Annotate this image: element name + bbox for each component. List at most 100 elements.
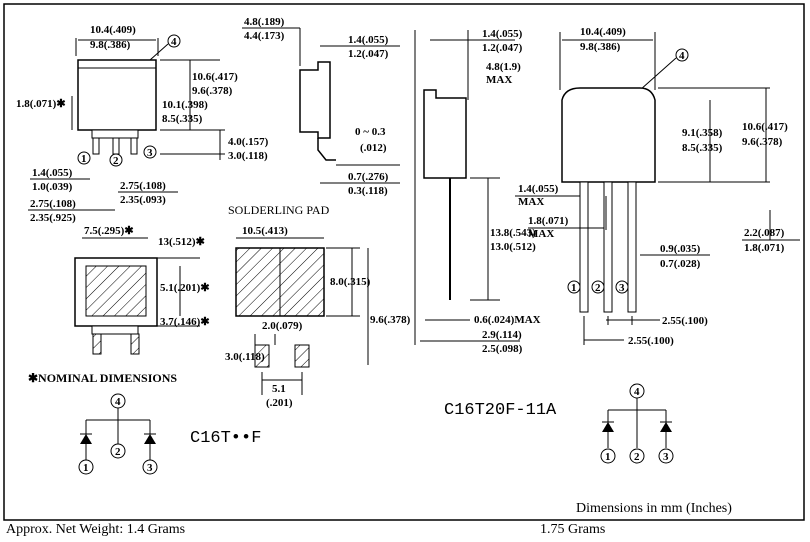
left-dim-label: 1.8(.071)✱	[16, 98, 66, 110]
bottom-hatched-tab	[85, 265, 147, 317]
height-min-label: 9.6(.378)	[192, 85, 233, 97]
to220-lead-t-max-label: 0.9(.035)	[660, 243, 701, 255]
sch-left-n4: 4	[115, 396, 121, 408]
side-h-max-label: 4.8(.189)	[244, 16, 285, 28]
to220-lead-max-label: 13.8(.543)	[490, 227, 536, 239]
to220-tab-min-label: 1.8(.071)	[744, 242, 785, 254]
to220-pitch-a-label: 2.55(.100)	[662, 315, 708, 327]
to220-side-view: 1.4(.055) 1.2(.047) 4.8(1.9) MAX 13.8(.5…	[414, 28, 541, 355]
lead-w-max-label: 1.4(.055)	[32, 167, 73, 179]
to220-body-min-label: 2.5(.098)	[482, 343, 523, 355]
lead-w-min-label: 1.0(.039)	[32, 181, 73, 193]
sch-right-n3: 3	[663, 451, 669, 463]
sch-left-n2: 2	[115, 446, 121, 458]
sch-left-n3: 3	[147, 462, 153, 474]
to220-tab-min-label: 1.2(.047)	[482, 42, 523, 54]
package-body	[77, 59, 157, 131]
to220-lead-mid-word: MAX	[528, 228, 554, 240]
diode-right-3	[660, 422, 672, 432]
to220-body-max-label: 2.9(.114)	[482, 329, 522, 341]
width-min-label: 9.8(.386)	[90, 39, 131, 51]
units-note: Dimensions in mm (Inches)	[576, 501, 732, 516]
schematic-right: C16T20F-11A 4 1 2 3	[444, 383, 674, 464]
pin-1-label: 1	[81, 153, 87, 165]
to220-lead-2	[603, 181, 613, 313]
pad-total-label: 9.6(.378)	[370, 314, 411, 326]
to220-front-body	[561, 87, 656, 183]
diode-left-1	[80, 434, 92, 444]
drawing-frame	[3, 3, 805, 521]
lead-len-min-label: 3.0(.118)	[228, 150, 268, 162]
schematic-left-part: C16T••F	[190, 429, 261, 448]
width-max-label: 10.4(.409)	[90, 24, 136, 36]
pad-gap-label: 2.0(.079)	[262, 320, 303, 332]
to220-front-view: 10.4(.409) 9.8(.386) 4 9.1(.358) 8.5(.33…	[515, 26, 800, 347]
marker-4-circle	[167, 34, 181, 48]
bottom-low-dim-label: 3.7(.146)✱	[160, 316, 210, 328]
to220-lead-t-min-label: 0.7(.028)	[660, 258, 701, 270]
to220-lead-3	[627, 181, 637, 313]
lead-len-max-label: 4.0(.157)	[228, 136, 269, 148]
pin-3-label: 3	[147, 147, 153, 159]
pitch-right-max-label: 2.75(.108)	[120, 180, 166, 192]
pad-width-label: 10.5(.413)	[242, 225, 288, 237]
diode-right-1	[602, 422, 614, 432]
pad-pitch-in-label: (.201)	[266, 397, 293, 409]
diode-left-3	[144, 434, 156, 444]
to220-max-word-label: MAX	[486, 74, 512, 86]
sch-right-n2: 2	[634, 451, 640, 463]
side-tab-max-label: 1.4(.055)	[348, 34, 389, 46]
solder-pad-title: SOLDERLING PAD	[228, 203, 330, 217]
to220-tab-max-label: 2.2(.087)	[744, 227, 785, 239]
side-tab-min-label: 1.2(.047)	[348, 48, 389, 60]
to220-body-max-label: 9.1(.358)	[682, 127, 723, 139]
side-body	[299, 61, 331, 139]
schematic-right-part: C16T20F-11A	[444, 401, 557, 420]
height-max-label: 10.6(.417)	[192, 71, 238, 83]
to220-width-max-label: 10.4(.409)	[580, 26, 626, 38]
to220-h-min-label: 9.6(.378)	[742, 136, 783, 148]
left-package-side-view: 4.8(.189) 4.4(.173) 1.4(.055) 1.2(.047) …	[242, 16, 400, 197]
to220-lead-max-word: MAX	[518, 196, 544, 208]
to220-h-max-label: 10.6(.417)	[742, 121, 788, 133]
side-foot-max-label: 0.7(.276)	[348, 171, 389, 183]
net-weight-left: Approx. Net Weight: 1.4 Grams	[6, 522, 186, 537]
body-max-label: 10.1(.398)	[162, 99, 208, 111]
pitch-right-min-label: 2.35(.093)	[120, 194, 166, 206]
bottom-mid-dim-label: 5.1(.201)✱	[160, 282, 210, 294]
pad-height-label: 8.0(.315)	[330, 276, 371, 288]
sch-right-n1: 1	[605, 451, 611, 463]
to220-pin-3-label: 3	[619, 282, 625, 294]
marker-4-label: 4	[171, 36, 177, 48]
lead-1	[92, 137, 100, 155]
body-min-label: 8.5(.335)	[162, 113, 203, 125]
solder-pad-drawing: SOLDERLING PAD 10.5(.413) 8.0(.315) 9.6(…	[225, 203, 411, 409]
bottom-top-dim-label: 13(.512)✱	[158, 236, 205, 248]
pad-pitch-label: 5.1	[272, 383, 286, 395]
side-angle-bottom-label: (.012)	[360, 142, 387, 154]
sch-right-n4: 4	[634, 386, 640, 398]
solder-pad-small-2	[294, 344, 310, 368]
to220-side-body	[423, 89, 467, 179]
net-weight-right: 1.75 Grams	[540, 522, 606, 537]
lead-3	[130, 137, 138, 155]
left-package-top-view: 10.4(.409) 9.8(.386) 4 10.6(.417) 9.6(.3…	[16, 24, 269, 224]
pitch-left-max-label: 2.75(.108)	[30, 198, 76, 210]
solder-pad-small-1	[254, 344, 270, 368]
to220-lead-min-label: 13.0(.512)	[490, 241, 536, 253]
nominal-dimensions-note: ✱NOMINAL DIMENSIONS	[28, 371, 177, 385]
side-angle-top-label: 0 ~ 0.3	[355, 126, 386, 138]
to220-tab-max-label: 1.4(.055)	[482, 28, 523, 40]
to220-body-min-label: 8.5(.335)	[682, 142, 723, 154]
to220-lead-w-label: 0.6(.024)MAX	[474, 314, 541, 326]
to220-pitch-b-label: 2.55(.100)	[628, 335, 674, 347]
pitch-left-min-label: 2.35(.925)	[30, 212, 76, 224]
to220-marker-4-label: 4	[679, 50, 685, 62]
pin-2-label: 2	[113, 155, 119, 167]
schematic-left: 4 2 1 3 C16T••F	[78, 393, 261, 475]
side-foot-min-label: 0.3(.118)	[348, 185, 388, 197]
to220-max-top-label: 4.8(1.9)	[486, 61, 521, 73]
left-package-bottom-view: 7.5(.295)✱ 13(.512)✱ 5.1(.201)✱ 3.7(.146…	[28, 225, 210, 385]
to220-lead-1	[579, 181, 589, 313]
